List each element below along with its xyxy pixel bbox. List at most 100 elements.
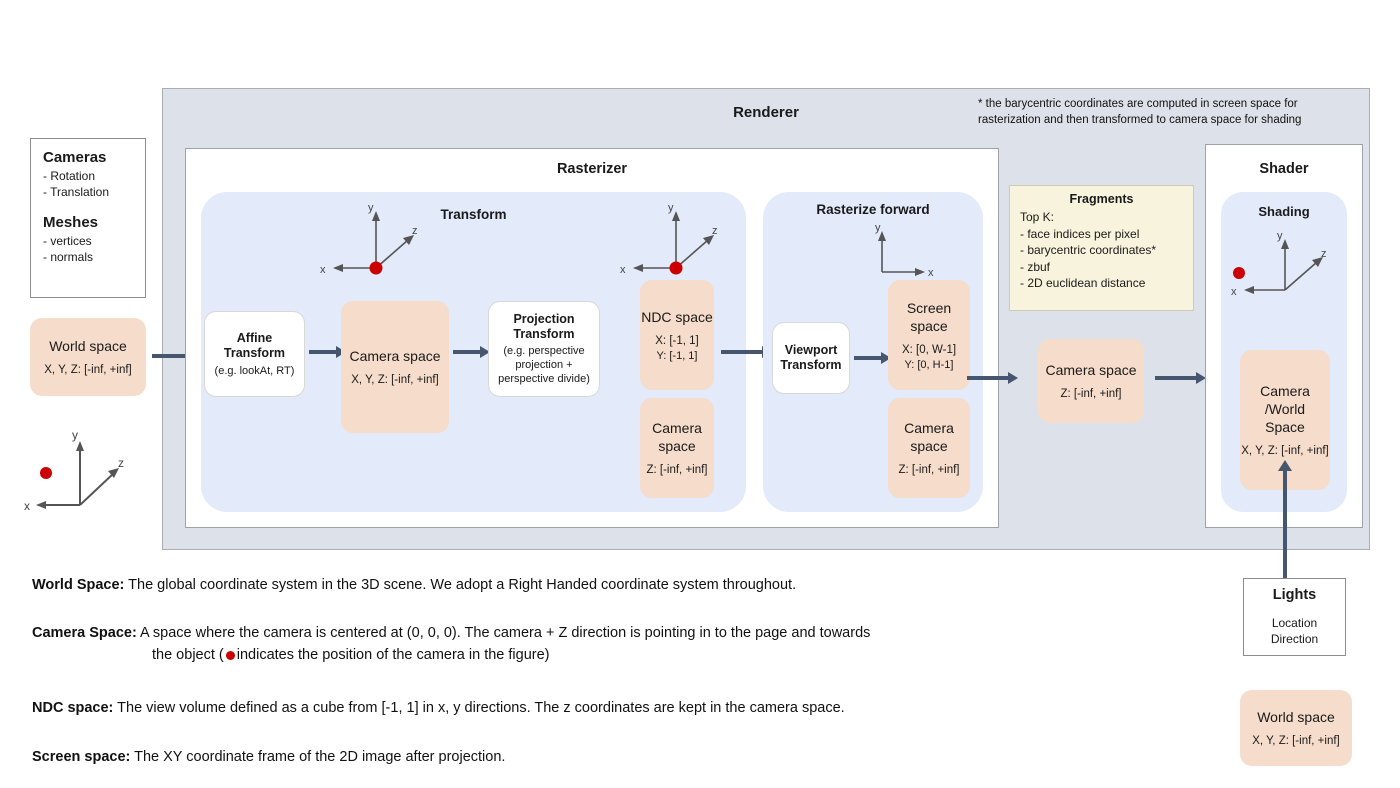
cameras-heading: Cameras xyxy=(43,149,107,166)
shader-title: Shader xyxy=(1259,161,1309,177)
rastfwd-camera-space-node: Camera space Z: [-inf, +inf] xyxy=(888,398,970,498)
fragments-title: Fragments xyxy=(1069,192,1134,206)
legend-ndc-space: NDC space: The view volume defined as a … xyxy=(32,697,1122,719)
screen-space-range-x: X: [0, W-1] xyxy=(901,343,957,356)
rasterize-forward-title: Rasterize forward xyxy=(816,202,930,217)
transform-camera-space-node: Camera space X, Y, Z: [-inf, +inf] xyxy=(341,301,449,433)
transform-camera-space-z-node: Camera space Z: [-inf, +inf] xyxy=(640,398,714,498)
renderer-title: Renderer xyxy=(733,104,799,121)
ndc-space-range-x: X: [-1, 1] xyxy=(655,334,699,347)
arrow-camera-space-to-shader xyxy=(1155,372,1206,384)
mid-camera-space-range: Z: [-inf, +inf] xyxy=(1060,387,1122,400)
svg-text:y: y xyxy=(875,222,881,234)
svg-text:y: y xyxy=(1277,230,1283,242)
legend-camera-space-term: Camera Space: xyxy=(32,625,137,641)
projection-transform-sub: (e.g. perspective projection + perspecti… xyxy=(498,345,590,385)
fragments-lead: Top K: xyxy=(1020,210,1055,224)
lights-item-location: Location xyxy=(1271,616,1318,630)
meshes-heading: Meshes xyxy=(43,214,99,231)
fragments-list: - face indices per pixel - barycentric c… xyxy=(1020,226,1183,292)
arrow-affine-to-camera-space xyxy=(309,346,346,358)
legend-screen-space: Screen space: The XY coordinate frame of… xyxy=(32,746,1122,768)
svg-text:y: y xyxy=(368,202,374,214)
camera-dot-icon xyxy=(225,650,235,660)
rastfwd-camera-space-title: Camera space xyxy=(904,419,954,454)
mid-camera-space-title: Camera space xyxy=(1045,361,1137,378)
svg-text:z: z xyxy=(412,225,418,237)
transform-camera-space-z-range: Z: [-inf, +inf] xyxy=(646,463,708,476)
inputs-card: Cameras - Rotation - Translation Meshes … xyxy=(30,138,146,298)
ndc-space-title: NDC space xyxy=(641,308,713,325)
screen-space-title: Screen space xyxy=(906,299,952,334)
world-axes-gizmo: y x z xyxy=(24,428,124,513)
shader-space-title-line2: /World xyxy=(1264,400,1306,417)
rasterizer-title: Rasterizer xyxy=(556,161,628,177)
svg-text:z: z xyxy=(712,225,718,237)
fragments-item-zbuf: - zbuf xyxy=(1020,259,1051,274)
arrow-camera-space-to-projection xyxy=(453,346,490,358)
projection-transform-title: Projection Transform xyxy=(513,312,575,341)
barycentric-footnote: * the barycentric coordinates are comput… xyxy=(978,98,1302,126)
arrow-ndc-to-viewport xyxy=(721,346,772,358)
lights-card: Lights Location Direction xyxy=(1243,578,1346,656)
arrow-lights-to-shader xyxy=(1278,460,1292,578)
svg-text:x: x xyxy=(928,267,934,279)
legend-world-space: World Space: The global coordinate syste… xyxy=(32,574,1122,596)
world-space-range: X, Y, Z: [-inf, +inf] xyxy=(44,363,132,376)
lights-item-direction: Direction xyxy=(1270,632,1319,646)
legend-ndc-space-text: The view volume defined as a cube from [… xyxy=(117,700,845,716)
screen-space-node: Screen space X: [0, W-1] Y: [0, H-1] xyxy=(888,280,970,390)
affine-transform-node: Affine Transform (e.g. lookAt, RT) xyxy=(204,311,305,397)
meshes-item-normals: - normals xyxy=(43,250,94,264)
legend-ndc-space-term: NDC space: xyxy=(32,700,114,716)
lights-title: Lights xyxy=(1272,587,1317,603)
meshes-item-vertices: - vertices xyxy=(43,234,92,248)
world-space-node: World space X, Y, Z: [-inf, +inf] xyxy=(30,318,146,396)
world-space-title: World space xyxy=(49,337,127,354)
arrow-viewport-to-screen-space xyxy=(854,352,891,364)
ndc-space-node: NDC space X: [-1, 1] Y: [-1, 1] xyxy=(640,280,714,390)
fragments-item-face-indices: - face indices per pixel xyxy=(1020,226,1140,241)
lights-world-space-node: World space X, Y, Z: [-inf, +inf] xyxy=(1240,690,1352,766)
lights-world-space-range: X, Y, Z: [-inf, +inf] xyxy=(1252,734,1340,747)
transform-axes-gizmo: y x z xyxy=(320,202,418,276)
projection-transform-node: Projection Transform (e.g. perspective p… xyxy=(488,301,600,397)
ndc-axes-gizmo: y x z xyxy=(620,202,718,276)
fragments-card: Fragments Top K: - face indices per pixe… xyxy=(1009,185,1194,311)
lights-world-space-title: World space xyxy=(1257,708,1335,725)
svg-text:z: z xyxy=(1321,248,1327,260)
legend-camera-space: Camera Space: A space where the camera i… xyxy=(32,622,1122,666)
legend-camera-space-cont-a: the object ( xyxy=(152,647,224,663)
rastfwd-camera-space-range: Z: [-inf, +inf] xyxy=(898,463,960,476)
shader-space-range: X, Y, Z: [-inf, +inf] xyxy=(1241,444,1329,457)
fragments-item-euclidean-distance: - 2D euclidean distance xyxy=(1020,276,1146,290)
screen-axes-gizmo: y x xyxy=(875,222,934,279)
transform-camera-space-z-title: Camera space xyxy=(652,419,702,454)
svg-text:x: x xyxy=(1231,286,1237,298)
legend-world-space-term: World Space: xyxy=(32,577,125,593)
fragments-item-barycentric: - barycentric coordinates* xyxy=(1020,243,1157,257)
shader-axes-gizmo: y x z xyxy=(1231,230,1327,298)
mid-camera-space-node: Camera space Z: [-inf, +inf] xyxy=(1038,339,1144,423)
legend-screen-space-term: Screen space: xyxy=(32,749,131,765)
svg-text:y: y xyxy=(668,202,674,214)
svg-text:y: y xyxy=(72,428,78,442)
legend-world-space-text: The global coordinate system in the 3D s… xyxy=(128,577,797,593)
affine-transform-sub: (e.g. lookAt, RT) xyxy=(214,364,295,377)
viewport-transform-node: Viewport Transform xyxy=(772,322,850,394)
cameras-item-rotation: - Rotation xyxy=(43,169,96,183)
legend-screen-space-text: The XY coordinate frame of the 2D image … xyxy=(134,749,506,765)
transform-title: Transform xyxy=(440,207,507,222)
viewport-transform-title: Viewport Transform xyxy=(780,343,842,372)
screen-space-range-y: Y: [0, H-1] xyxy=(904,358,954,371)
legend-camera-space-cont: the object ( indicates the position of th… xyxy=(152,644,1122,666)
arrow-rasterizer-to-camera-space xyxy=(967,372,1018,384)
affine-transform-title: Affine Transform xyxy=(223,330,286,360)
ndc-space-range-y: Y: [-1, 1] xyxy=(656,349,698,362)
svg-text:z: z xyxy=(118,456,124,470)
cameras-item-translation: - Translation xyxy=(43,185,110,199)
transform-camera-space-title: Camera space xyxy=(349,347,441,364)
legend-camera-space-cont-b: indicates the position of the camera in … xyxy=(236,647,550,663)
legend-camera-space-text: A space where the camera is centered at … xyxy=(140,625,871,641)
shader-space-title-line1: Camera xyxy=(1260,382,1310,399)
